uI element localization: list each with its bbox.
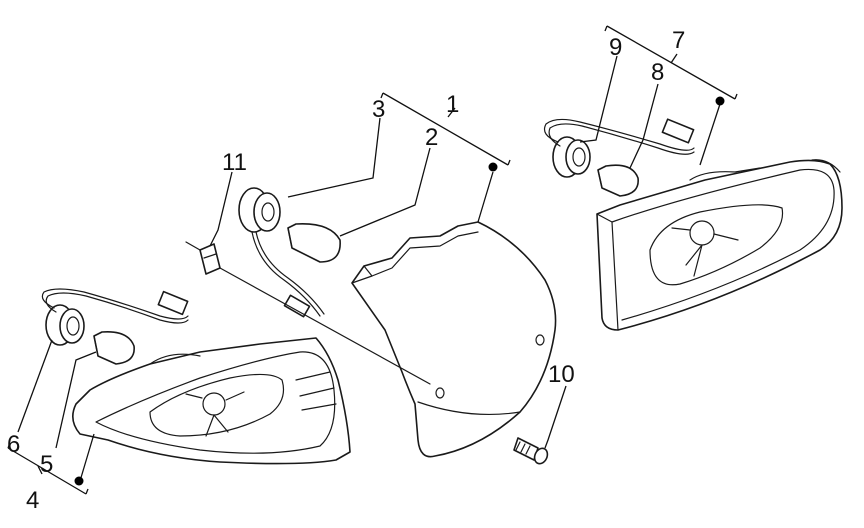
assembly-dots	[74, 96, 725, 486]
wire-connector[interactable]	[199, 243, 221, 275]
center-lamp-bulb[interactable]	[287, 223, 341, 263]
callout-4: 4	[26, 487, 39, 514]
callout-7: 7	[672, 27, 685, 54]
callout-9: 9	[609, 34, 622, 61]
center-lamp-socket[interactable]	[238, 187, 325, 318]
callout-10: 10	[548, 361, 575, 388]
callout-2: 2	[425, 124, 438, 151]
left-lamp-bulb[interactable]	[93, 330, 135, 365]
marker-dot	[488, 162, 498, 172]
leader-lines	[7, 25, 738, 495]
mounting-screw[interactable]	[513, 437, 550, 466]
marker-dot	[715, 96, 725, 106]
marker-dot	[74, 476, 84, 486]
callout-11: 11	[222, 149, 247, 176]
callout-6: 6	[7, 431, 20, 458]
rear-light-housing[interactable]	[351, 221, 557, 458]
right-lamp-socket[interactable]	[543, 118, 695, 178]
left-lamp-socket[interactable]	[41, 288, 189, 346]
assembly-guide-line	[185, 241, 431, 385]
callout-5: 5	[40, 451, 53, 478]
callout-numbers: 1 2 3 4 5 6 7 8 9 10 11	[7, 27, 685, 514]
callout-8: 8	[651, 59, 664, 86]
callout-1: 1	[446, 91, 459, 118]
right-lamp-bulb[interactable]	[597, 164, 639, 197]
right-tail-lamp[interactable]	[596, 159, 843, 331]
callout-3: 3	[372, 96, 385, 123]
left-tail-lamp[interactable]	[72, 337, 351, 465]
